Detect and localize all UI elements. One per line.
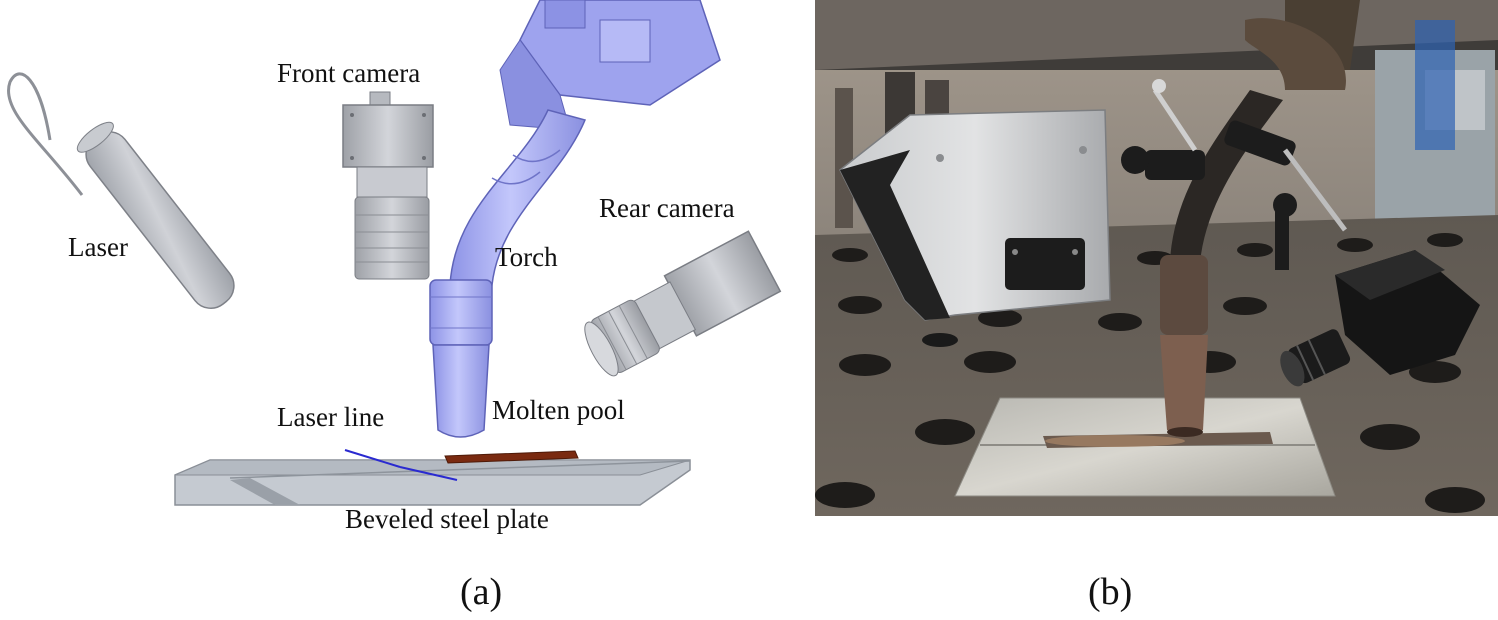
photo-panel [815,0,1498,516]
laser-device [7,72,235,309]
cad-schematic-drawing [7,0,782,506]
rear-camera-device [584,230,782,377]
panel-b-caption: (b) [1088,571,1133,613]
beveled-steel-plate [174,449,691,506]
rear-camera-label: Rear camera [599,193,735,223]
panel-a-caption: (a) [460,571,503,613]
molten-pool-label: Molten pool [492,395,625,425]
laser-label: Laser [68,232,128,262]
plate-label: Beveled steel plate [345,504,549,534]
cad-schematic-panel: Front camera Laser Torch Rear camera Las… [0,0,800,540]
laser-line-label: Laser line [277,402,385,432]
torch-device [429,0,721,438]
front-camera-device [342,91,434,280]
setup-photograph [815,0,1498,516]
torch-label: Torch [495,242,558,272]
front-camera-label: Front camera [277,58,421,88]
